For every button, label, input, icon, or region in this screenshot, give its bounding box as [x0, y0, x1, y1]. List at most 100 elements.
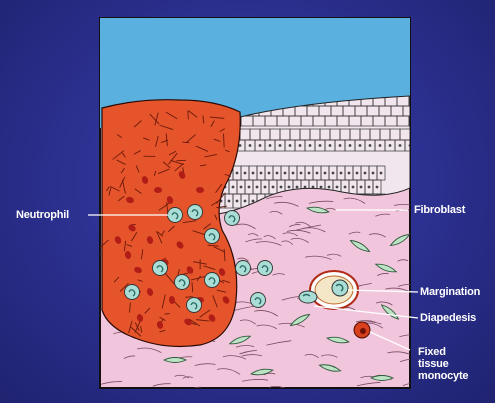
- cell-nucleus: [379, 144, 382, 147]
- cell-nucleus: [376, 186, 379, 189]
- label-diapedesis: Diapedesis: [420, 312, 476, 324]
- cell-nucleus: [244, 200, 247, 203]
- cell-nucleus: [324, 172, 327, 175]
- epithelial-cell: [451, 106, 463, 116]
- cell-nucleus: [284, 172, 287, 175]
- epithelial-cell: [427, 106, 439, 116]
- cell-nucleus: [389, 144, 392, 147]
- cell-nucleus: [352, 186, 355, 189]
- cell-nucleus: [368, 186, 371, 189]
- cell-nucleus: [304, 186, 307, 189]
- label-fixed-line3: monocyte: [418, 370, 468, 382]
- label-fixed-line1: Fixed: [418, 346, 468, 358]
- cell-nucleus: [260, 172, 263, 175]
- cell-nucleus: [272, 186, 275, 189]
- cell-nucleus: [268, 172, 271, 175]
- cell-nucleus: [252, 172, 255, 175]
- neutrophil-cell: [205, 273, 220, 288]
- cell-nucleus: [249, 144, 252, 147]
- cell-nucleus: [299, 144, 302, 147]
- cell-nucleus: [279, 144, 282, 147]
- cell-nucleus: [240, 186, 243, 189]
- cell-nucleus: [336, 186, 339, 189]
- cell-nucleus: [269, 144, 272, 147]
- cell-nucleus: [264, 186, 267, 189]
- cell-nucleus: [300, 172, 303, 175]
- cell-nucleus: [252, 200, 255, 203]
- cell-nucleus: [288, 186, 291, 189]
- neutrophil-cell: [205, 229, 220, 244]
- cell-nucleus: [380, 172, 383, 175]
- fixed-tissue-monocyte: [354, 322, 370, 338]
- epithelial-cell: [457, 116, 469, 126]
- cell-nucleus: [340, 172, 343, 175]
- neutrophil-cell: [168, 208, 183, 223]
- neutrophil-cell: [251, 293, 266, 308]
- cell-nucleus: [319, 144, 322, 147]
- exudate-mass: [102, 100, 240, 347]
- epithelial-cell: [433, 116, 445, 126]
- cell-nucleus: [329, 144, 332, 147]
- label-fibroblast: Fibroblast: [414, 204, 465, 216]
- neutrophil-cell: [236, 261, 251, 276]
- neutrophil-cell: [153, 261, 168, 276]
- cell-nucleus: [320, 186, 323, 189]
- cell-nucleus: [419, 144, 422, 147]
- epithelial-cell: [433, 96, 445, 106]
- epithelial-cell: [457, 96, 469, 106]
- cell-nucleus: [280, 186, 283, 189]
- neutrophil-cell: [258, 261, 273, 276]
- epithelial-cell: [439, 106, 451, 116]
- neutrophil-cell: [125, 285, 140, 300]
- epithelial-cell: [445, 96, 457, 106]
- epithelial-cell: [463, 106, 475, 116]
- fibrin-strand: [165, 314, 170, 315]
- cell-nucleus: [248, 186, 251, 189]
- epithelial-cell: [420, 129, 430, 140]
- cell-nucleus: [289, 144, 292, 147]
- epithelial-cell: [445, 116, 457, 126]
- label-margination: Margination: [420, 286, 480, 298]
- cell-nucleus: [256, 186, 259, 189]
- label-fixed-tissue-monocyte: Fixed tissue monocyte: [418, 346, 468, 382]
- cell-nucleus: [344, 186, 347, 189]
- cell-nucleus: [372, 172, 375, 175]
- cell-nucleus: [399, 144, 402, 147]
- fibrin-strand: [188, 111, 189, 120]
- cell-nucleus: [339, 144, 342, 147]
- cell-nucleus: [369, 144, 372, 147]
- cell-nucleus: [309, 144, 312, 147]
- cell-nucleus: [296, 186, 299, 189]
- cell-nucleus: [312, 186, 315, 189]
- cell-nucleus: [259, 144, 262, 147]
- cell-nucleus: [348, 172, 351, 175]
- epithelial-cell: [421, 96, 433, 106]
- cell-nucleus: [276, 172, 279, 175]
- cell-nucleus: [359, 144, 362, 147]
- epithelial-cell: [415, 106, 427, 116]
- cell-nucleus: [228, 200, 231, 203]
- epithelial-cell: [415, 140, 425, 151]
- neutrophil-cell: [225, 211, 240, 226]
- cell-nucleus: [349, 144, 352, 147]
- cell-nucleus: [356, 172, 359, 175]
- neutrophil-cell: [175, 275, 190, 290]
- cell-nucleus: [232, 186, 235, 189]
- cell-nucleus: [328, 186, 331, 189]
- diapedesis-neutrophil: [299, 291, 317, 303]
- neutrophil-cell: [188, 205, 203, 220]
- cell-nucleus: [236, 172, 239, 175]
- cell-nucleus: [308, 172, 311, 175]
- label-fixed-line2: tissue: [418, 358, 468, 370]
- cell-nucleus: [244, 172, 247, 175]
- cell-nucleus: [292, 172, 295, 175]
- cell-nucleus: [316, 172, 319, 175]
- cell-nucleus: [332, 172, 335, 175]
- marginating-neutrophil: [332, 280, 348, 296]
- cell-nucleus: [236, 200, 239, 203]
- epithelial-cell: [410, 129, 420, 140]
- neutrophil-cell: [187, 298, 202, 313]
- cell-nucleus: [364, 172, 367, 175]
